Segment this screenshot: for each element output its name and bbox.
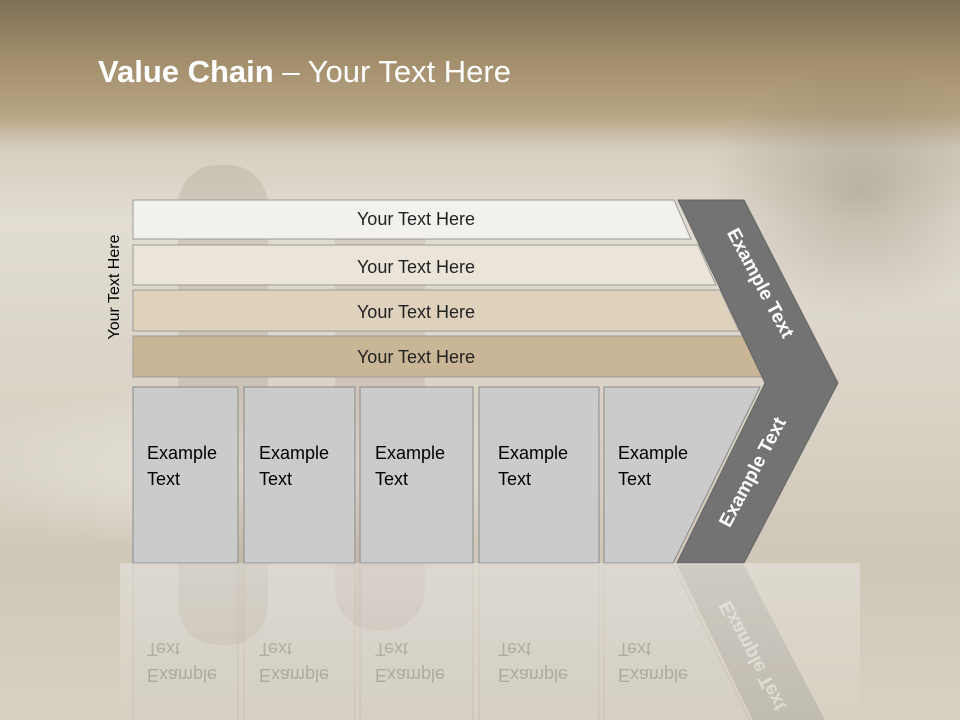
activity-box-3 [359, 386, 474, 564]
title-bold: Value Chain [98, 54, 274, 89]
box-3-line-1: Example [375, 443, 445, 463]
activity-box-4 [478, 386, 600, 564]
box-5-line-2: Text [618, 469, 651, 489]
box-2-line-1: Example [259, 443, 329, 463]
box-1-line-1: Example [147, 443, 217, 463]
activity-box-2 [243, 386, 356, 564]
box-1-line-2: Text [147, 469, 180, 489]
slide-title: Value Chain – Your Text Here [98, 54, 511, 90]
box-2-line-2: Text [259, 469, 292, 489]
band-label-1: Your Text Here [357, 209, 475, 229]
band-label-3: Your Text Here [357, 302, 475, 322]
box-4-line-2: Text [498, 469, 531, 489]
activity-box-1 [132, 386, 239, 564]
box-4-line-1: Example [498, 443, 568, 463]
band-3 [132, 289, 740, 332]
band-label-4: Your Text Here [357, 347, 475, 367]
box-3-line-2: Text [375, 469, 408, 489]
title-rest: – Your Text Here [273, 54, 511, 89]
band-label-2: Your Text Here [357, 257, 475, 277]
box-5-line-1: Example [618, 443, 688, 463]
band-2 [132, 244, 717, 286]
reflection-fade [120, 563, 860, 720]
box-group: Example Text Example Text Example Text E… [132, 386, 761, 564]
band-group: Your Text Here Your Text Here Your Text … [132, 199, 764, 378]
band-1 [132, 199, 692, 240]
